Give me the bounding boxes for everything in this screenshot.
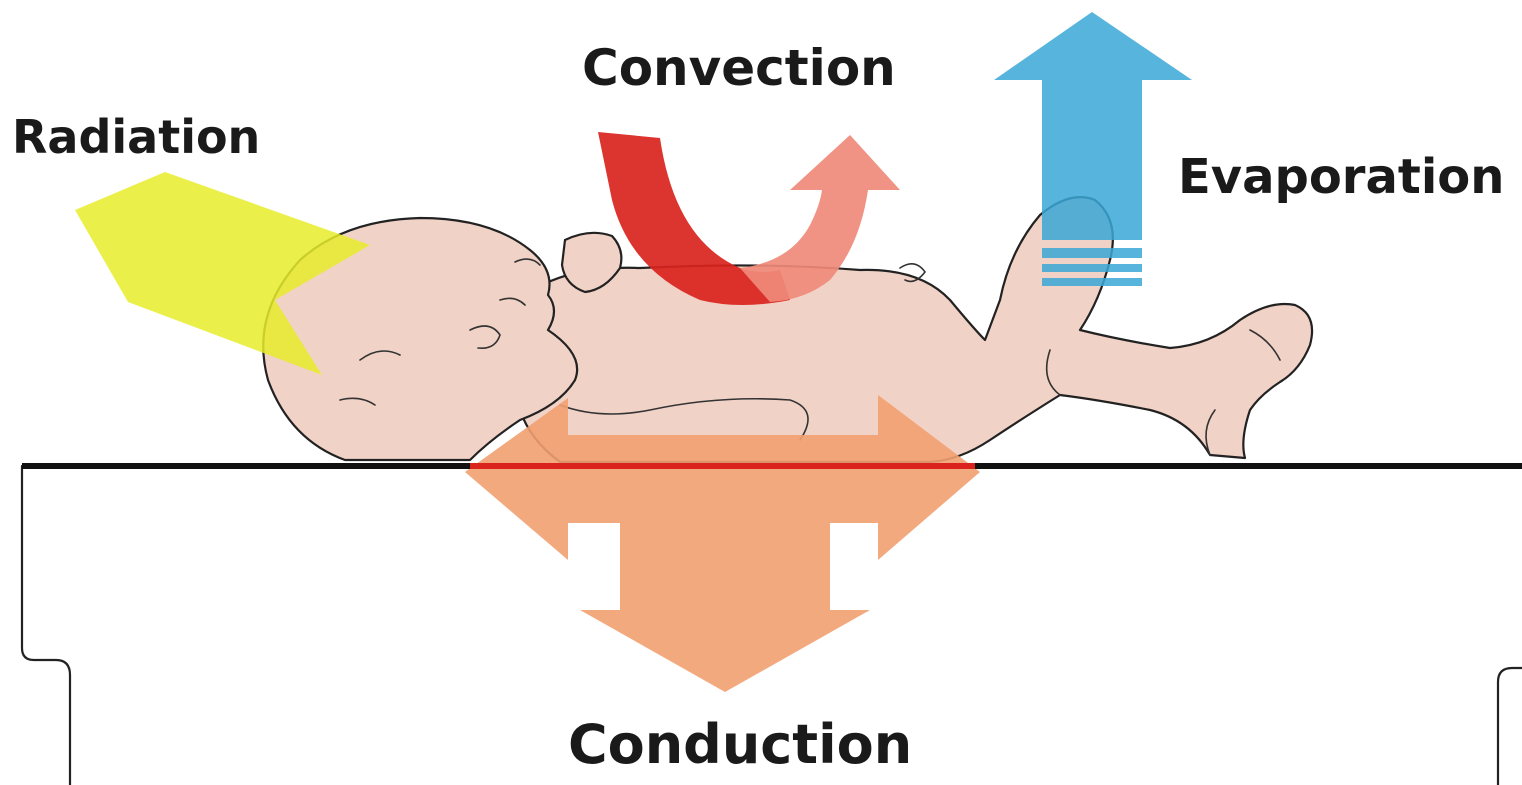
conduction-label: Conduction (568, 713, 912, 776)
infant-illustration (263, 197, 1312, 462)
convection-label: Convection (582, 39, 896, 97)
conduction-arrow-icon (465, 395, 980, 692)
evaporation-label: Evaporation (1178, 149, 1504, 205)
radiation-label: Radiation (12, 110, 260, 164)
